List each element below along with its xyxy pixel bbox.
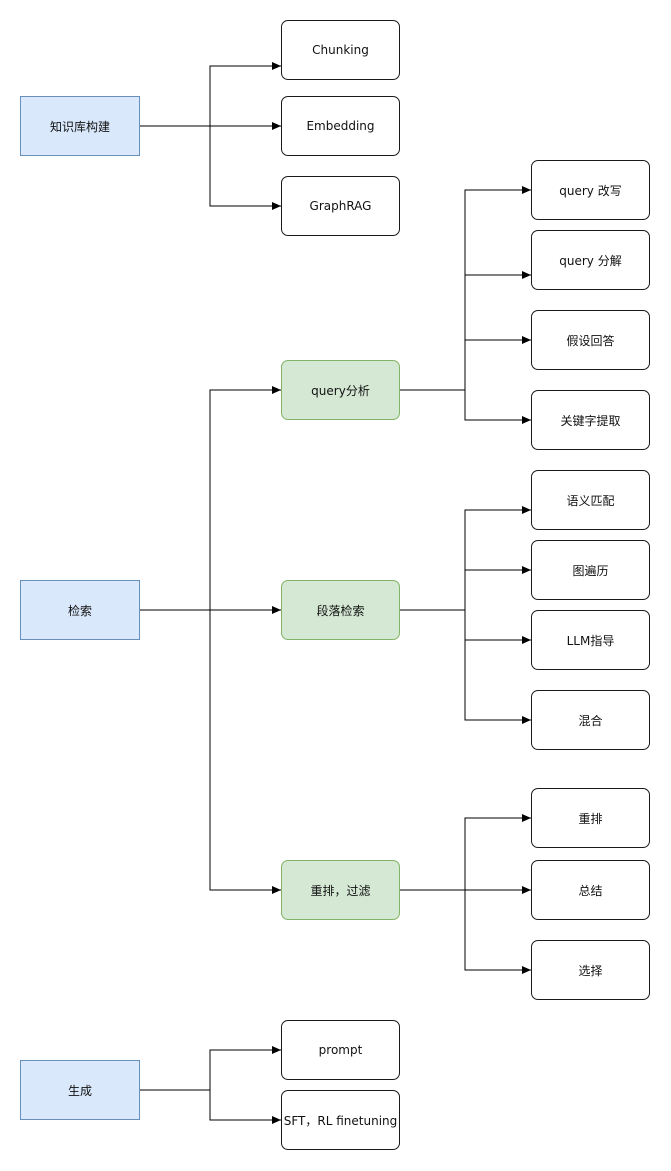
- edge-passage-hybrid: [400, 609, 531, 724]
- node-semantic-match[interactable]: 语义匹配: [531, 470, 650, 530]
- node-generation[interactable]: 生成: [20, 1060, 140, 1120]
- edge-passage-graph: [400, 566, 531, 611]
- edge-retrieval-rerank-filter: [140, 609, 281, 894]
- edge-gen-prompt: [140, 1046, 281, 1091]
- node-rerank[interactable]: 重排: [531, 788, 650, 848]
- node-llm-guided[interactable]: LLM指导: [531, 610, 650, 670]
- edge-rf-rerank: [400, 814, 531, 891]
- edge-kb-chunking: [140, 62, 281, 127]
- node-query-analysis[interactable]: query分析: [281, 360, 400, 420]
- edge-retrieval-query-analysis: [140, 386, 281, 611]
- node-prompt[interactable]: prompt: [281, 1020, 400, 1080]
- node-sft-rl-finetuning[interactable]: SFT，RL finetuning: [281, 1090, 400, 1150]
- node-chunking[interactable]: Chunking: [281, 20, 400, 80]
- edge-gen-sft: [140, 1089, 281, 1124]
- node-graphrag[interactable]: GraphRAG: [281, 176, 400, 236]
- node-retrieval[interactable]: 检索: [20, 580, 140, 640]
- node-knowledge-base[interactable]: 知识库构建: [20, 96, 140, 156]
- edge-rf-select: [400, 889, 531, 974]
- node-keyword-extract[interactable]: 关键字提取: [531, 390, 650, 450]
- node-summarize[interactable]: 总结: [531, 860, 650, 920]
- node-graph-traversal[interactable]: 图遍历: [531, 540, 650, 600]
- node-hybrid[interactable]: 混合: [531, 690, 650, 750]
- node-hypothetical-answer[interactable]: 假设回答: [531, 310, 650, 370]
- edge-kb-graphrag: [140, 125, 281, 210]
- node-query-rewrite[interactable]: query 改写: [531, 160, 650, 220]
- node-embedding[interactable]: Embedding: [281, 96, 400, 156]
- node-select[interactable]: 选择: [531, 940, 650, 1000]
- edge-qa-keyword: [400, 389, 531, 424]
- node-rerank-filter[interactable]: 重排，过滤: [281, 860, 400, 920]
- node-passage-retrieval[interactable]: 段落检索: [281, 580, 400, 640]
- node-query-decompose[interactable]: query 分解: [531, 230, 650, 290]
- edge-qa-hypothetical: [400, 336, 531, 391]
